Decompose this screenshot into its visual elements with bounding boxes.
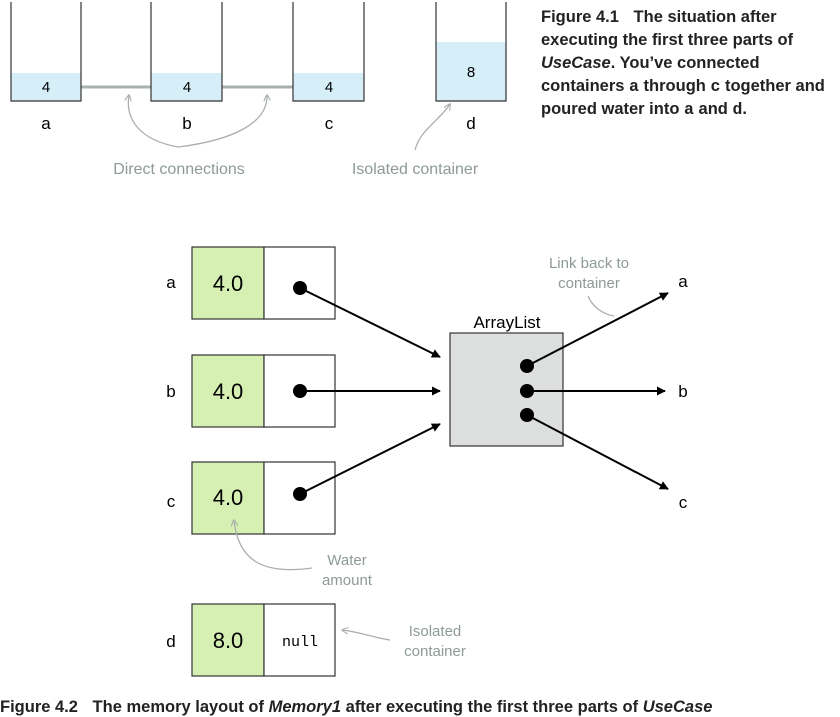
amount-cell — [191, 246, 265, 320]
object-c: c 4.0 — [167, 461, 336, 535]
caption-text: The situation after executing the first … — [541, 8, 794, 49]
class-name: UseCase — [642, 698, 713, 716]
water-fill — [436, 42, 506, 101]
target-label: b — [678, 382, 687, 401]
container-a: 4 a — [10, 2, 82, 133]
isolated-container-label: Isolated container — [352, 161, 479, 178]
callout-line — [414, 104, 450, 151]
object-label: d — [166, 632, 175, 651]
list-to-container-arrow — [526, 292, 669, 367]
caption-text: and — [698, 100, 728, 118]
caption-text: through — [643, 77, 706, 95]
water-fill — [293, 73, 364, 101]
class-name: UseCase — [541, 54, 611, 72]
water-amount: 4 — [183, 79, 191, 96]
code-term: c — [710, 77, 721, 96]
object-to-list-arrow — [299, 287, 441, 358]
callout-line — [342, 630, 391, 641]
container-d: 8 d — [435, 2, 507, 133]
container-label: d — [466, 114, 475, 133]
object-d: d 8.0 null — [166, 603, 336, 677]
arraylist-label: ArrayList — [473, 313, 540, 332]
figure-4-1: 4 a 4 b 4 c 8 d Direct connections I — [10, 2, 507, 178]
figure-number: Figure 4.2 — [0, 698, 78, 716]
figure-number: Figure 4.1 — [541, 8, 619, 26]
figure-4-2: a 4.0 b 4.0 c 4.0 d 8.0 null — [166, 246, 688, 677]
callout-line — [177, 95, 267, 148]
caption-text: . — [742, 100, 747, 118]
water-amount-label: amount — [322, 572, 373, 589]
class-name: Memory1 — [268, 698, 342, 716]
container-outline — [150, 2, 223, 102]
amount-cell — [191, 603, 265, 677]
direct-connections-label: Direct connections — [113, 161, 245, 178]
amount-value: 4.0 — [213, 271, 244, 296]
link-back-label: Link back to — [549, 255, 629, 272]
container-outline — [292, 2, 365, 102]
container-outline — [10, 2, 82, 102]
callout-line — [128, 95, 179, 148]
arraylist-box — [449, 332, 564, 447]
object-label: b — [166, 382, 175, 401]
code-term: a — [684, 100, 694, 119]
amount-value: 8.0 — [213, 628, 244, 653]
water-amount: 8 — [467, 64, 475, 81]
water-amount-label: Water — [327, 552, 366, 569]
amount-cell — [191, 461, 265, 535]
callout-line — [234, 520, 313, 571]
container-label: b — [182, 114, 191, 133]
caption-text: The memory layout of — [92, 698, 264, 716]
container-c: 4 c — [292, 2, 365, 133]
amount-value: 4.0 — [213, 485, 244, 510]
figure-4-2-caption: Figure 4.2 The memory layout of Memory1 … — [0, 697, 840, 717]
container-outline — [435, 2, 507, 102]
figure-4-1-caption: Figure 4.1 The situation after executing… — [541, 6, 840, 121]
caption-text: . You’ve connected containers — [541, 54, 760, 95]
amount-value: 4.0 — [213, 379, 244, 404]
null-reference: null — [282, 634, 318, 651]
callout-line — [587, 295, 615, 317]
object-label: a — [166, 273, 176, 292]
water-amount: 4 — [325, 79, 333, 96]
code-term: d — [732, 100, 743, 119]
caption-text: together and poured water into — [541, 77, 825, 118]
reference-cell — [263, 603, 336, 677]
list-to-container-arrow — [526, 414, 669, 490]
amount-cell — [191, 354, 265, 428]
container-b: 4 b — [150, 2, 223, 133]
code-term: a — [629, 77, 639, 96]
container-label: c — [325, 114, 334, 133]
target-label: a — [678, 272, 688, 291]
water-amount: 4 — [42, 79, 50, 96]
isolated-container-label: Isolated — [409, 623, 462, 640]
object-a: a 4.0 — [166, 246, 336, 320]
container-label: a — [41, 114, 51, 133]
target-label: c — [679, 493, 688, 512]
link-back-label: container — [558, 275, 620, 292]
water-fill — [11, 73, 81, 101]
object-to-list-arrow — [299, 423, 441, 495]
isolated-container-label: container — [404, 643, 466, 660]
water-fill — [151, 73, 222, 101]
object-label: c — [167, 492, 176, 511]
caption-text: after executing the first three parts of — [345, 698, 639, 716]
